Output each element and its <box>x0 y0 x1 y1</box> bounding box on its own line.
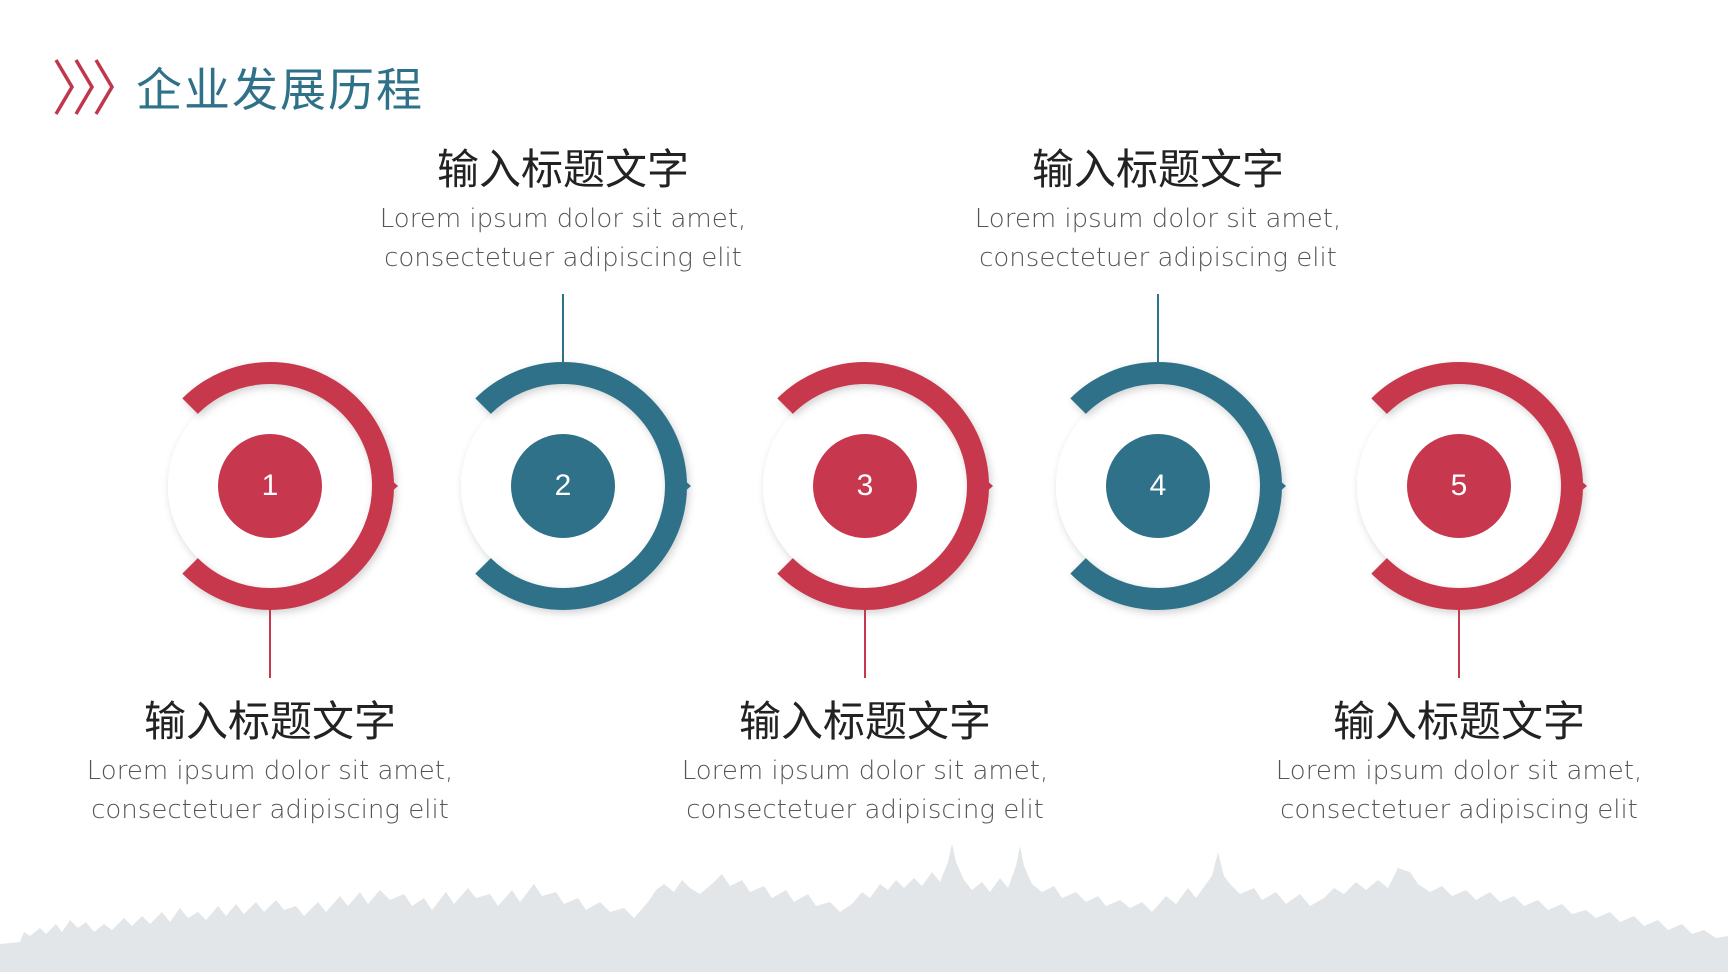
step-text-block: 输入标题文字 Lorem ipsum dolor sit amet, conse… <box>80 692 460 830</box>
step-description-line-2: consectetuer adipiscing elit <box>979 243 1337 273</box>
step-description-line-2: consectetuer adipiscing elit <box>384 243 742 273</box>
step-description-line-1: Lorem ipsum dolor sit amet, <box>1275 756 1643 786</box>
step-description-line-2: consectetuer adipiscing elit <box>1280 795 1638 825</box>
slide-header: 企业发展历程 <box>52 52 424 122</box>
step-description-line-2: consectetuer adipiscing elit <box>91 795 449 825</box>
step-text-block: 输入标题文字 Lorem ipsum dolor sit amet, conse… <box>373 140 753 278</box>
step-number-badge: 4 <box>1106 434 1210 538</box>
connector-line <box>864 608 866 678</box>
step-title: 输入标题文字 <box>738 697 991 746</box>
step-title: 输入标题文字 <box>1332 697 1585 746</box>
step-number-badge: 2 <box>511 434 615 538</box>
connector-line <box>562 294 564 364</box>
step-description-line-1: Lorem ipsum dolor sit amet, <box>974 204 1342 234</box>
step-description-line-1: Lorem ipsum dolor sit amet, <box>86 756 454 786</box>
step-title: 输入标题文字 <box>143 697 396 746</box>
triple-chevron-right-icon <box>54 59 115 115</box>
connector-line <box>1458 608 1460 678</box>
step-number-badge: 1 <box>218 434 322 538</box>
connector-line <box>269 608 271 678</box>
step-text-block: 输入标题文字 Lorem ipsum dolor sit amet, conse… <box>675 692 1055 830</box>
page-title: 企业发展历程 <box>136 63 424 117</box>
step-description-line-1: Lorem ipsum dolor sit amet, <box>379 204 747 234</box>
step-description-line-1: Lorem ipsum dolor sit amet, <box>681 756 1049 786</box>
step-title: 输入标题文字 <box>436 145 689 194</box>
city-skyline-illustration <box>0 844 1728 972</box>
step-title: 输入标题文字 <box>1031 145 1284 194</box>
step-text-block: 输入标题文字 Lorem ipsum dolor sit amet, conse… <box>1269 692 1649 830</box>
connector-line <box>1157 294 1159 364</box>
step-number-badge: 5 <box>1407 434 1511 538</box>
step-text-block: 输入标题文字 Lorem ipsum dolor sit amet, conse… <box>968 140 1348 278</box>
step-number-badge: 3 <box>813 434 917 538</box>
step-description-line-2: consectetuer adipiscing elit <box>686 795 1044 825</box>
